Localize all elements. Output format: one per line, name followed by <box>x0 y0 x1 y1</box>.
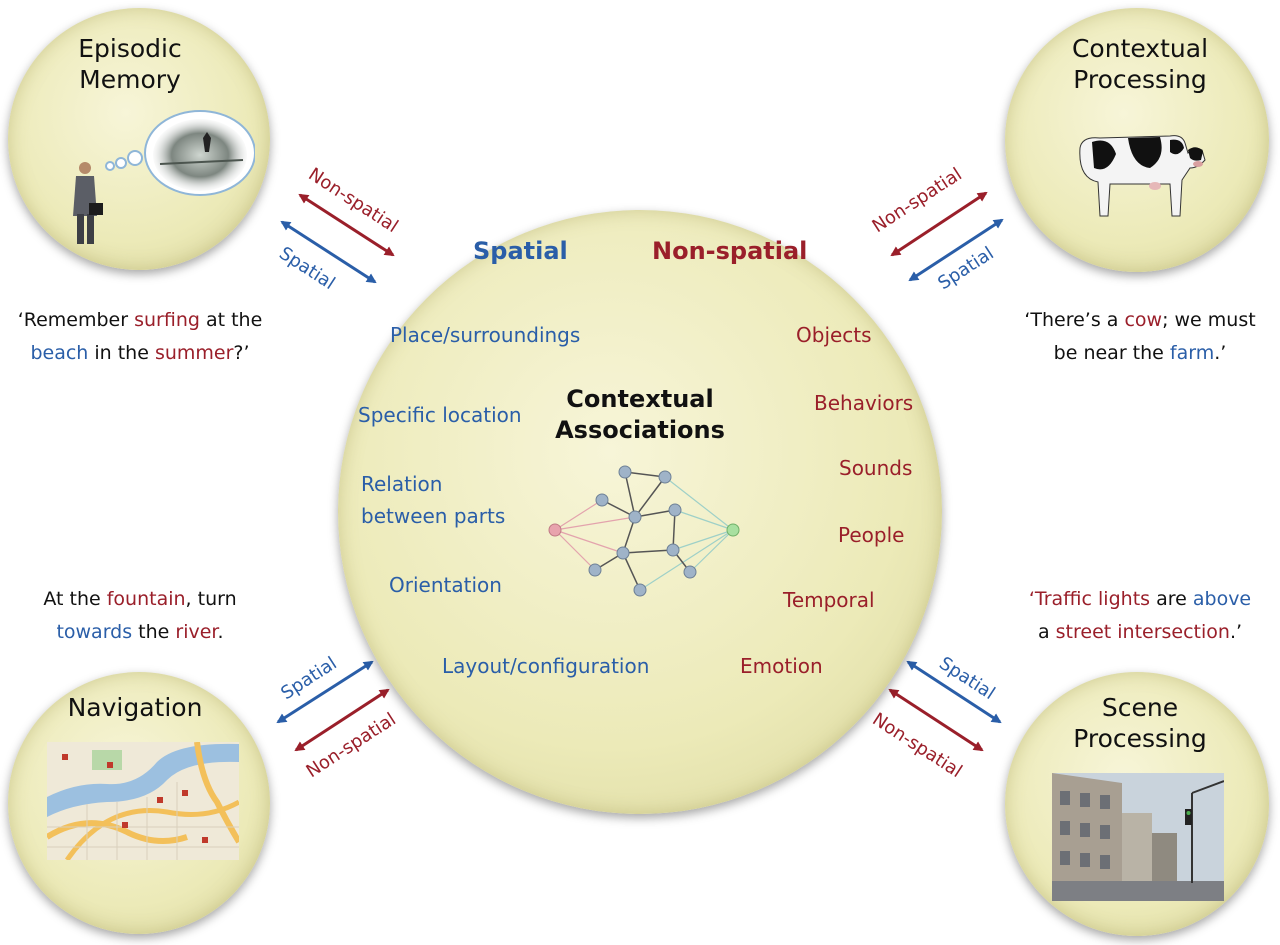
episodic-title-line2: Memory <box>79 65 181 94</box>
arrow-spatial-episodic <box>280 220 377 284</box>
quote-contextual: ‘There’s a cow; we must be near the farm… <box>1005 304 1275 370</box>
scene-title-line1: Scene <box>1101 693 1179 722</box>
arrow-nonspatial-navigation <box>294 688 390 752</box>
quote-navigation-line2: towards the river. <box>56 621 224 643</box>
quote-scene-line2: a street intersection.’ <box>1037 621 1243 643</box>
center-title: Contextual Associations <box>540 384 740 446</box>
episodic-memory-title: Episodic Memory <box>60 33 200 95</box>
network-graph-icon <box>548 465 740 597</box>
episodic-title-line1: Episodic <box>78 34 182 63</box>
arrow-nonspatial-scene <box>888 688 984 752</box>
quote-contextual-line1: ‘There’s a cow; we must <box>1024 309 1256 331</box>
scene-processing-title: Scene Processing <box>1060 692 1220 754</box>
contextual-title-line2: Processing <box>1073 65 1207 94</box>
nonspatial-item-people: People <box>838 523 905 547</box>
central-circle <box>338 210 942 814</box>
quote-contextual-line2: be near the farm.’ <box>1053 342 1227 364</box>
navigation-title: Navigation <box>67 693 203 722</box>
quote-episodic: ‘Remember surfing at the beach in the su… <box>0 304 280 370</box>
contextual-processing-title: Contextual Processing <box>1060 33 1220 95</box>
spatial-item-relation: Relation <box>361 472 443 496</box>
spatial-item-place: Place/surroundings <box>390 323 581 347</box>
quote-scene-line1: ‘Traffic lights are above <box>1028 588 1252 610</box>
spatial-item-layout: Layout/configuration <box>442 654 650 678</box>
quote-episodic-line2: beach in the summer?’ <box>30 342 250 364</box>
thinking-man-icon <box>73 110 255 244</box>
street-scene-icon <box>1052 773 1224 901</box>
scene-title-line2: Processing <box>1073 724 1207 753</box>
center-title-line1: Contextual <box>566 385 714 413</box>
quote-navigation-line1: At the fountain, turn <box>43 588 237 610</box>
heading-nonspatial: Non-spatial <box>652 237 808 265</box>
quote-scene: ‘Traffic lights are above a street inter… <box>1005 583 1275 649</box>
quote-episodic-line1: ‘Remember surfing at the <box>17 309 263 331</box>
spatial-item-orientation: Orientation <box>389 573 502 597</box>
spatial-item-location: Specific location <box>358 403 522 427</box>
nonspatial-item-temporal: Temporal <box>783 588 875 612</box>
nonspatial-item-behaviors: Behaviors <box>814 391 914 415</box>
center-title-line2: Associations <box>555 416 725 444</box>
heading-spatial: Spatial <box>473 237 568 265</box>
quote-navigation: At the fountain, turn towards the river. <box>0 583 280 649</box>
city-map-icon <box>47 742 239 860</box>
arrow-spatial-contextual <box>908 218 1004 282</box>
nonspatial-item-objects: Objects <box>796 323 872 347</box>
nonspatial-item-sounds: Sounds <box>839 456 913 480</box>
spatial-item-between-parts: between parts <box>361 504 506 528</box>
contextual-title-line1: Contextual <box>1071 34 1209 63</box>
cow-icon <box>1079 135 1206 217</box>
nonspatial-item-emotion: Emotion <box>740 654 823 678</box>
